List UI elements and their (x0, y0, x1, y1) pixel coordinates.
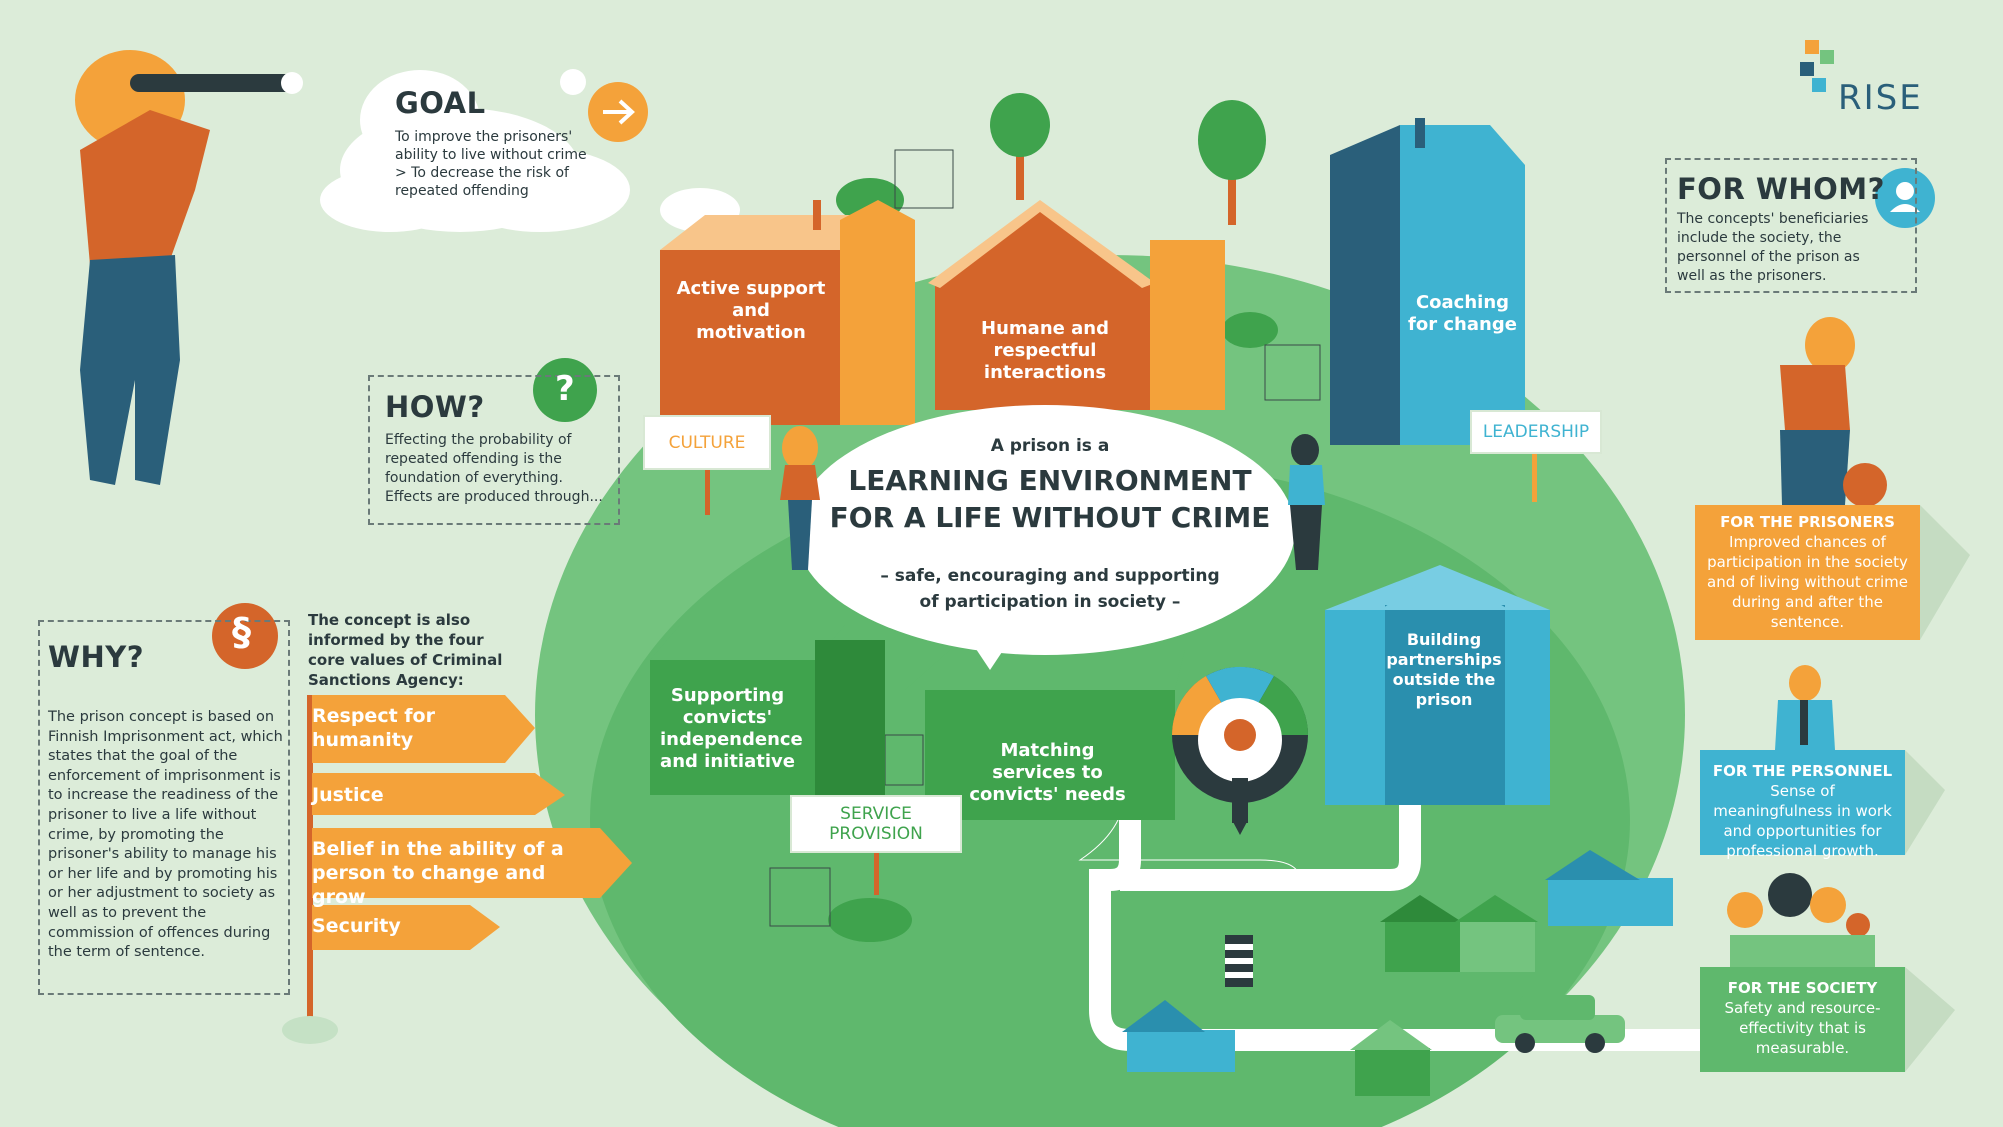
society-box (1700, 967, 1905, 1072)
label-matching: Matching services to convicts' needs (969, 740, 1126, 805)
tree-icon (990, 93, 1050, 200)
center-pre: A prison is a (990, 436, 1110, 456)
center-sub-line2: of participation in society – (919, 592, 1181, 612)
for-whom-title: FOR WHOM? (1677, 172, 1885, 206)
bene-personnel-title: FOR THE PERSONNEL (1712, 762, 1893, 780)
how-box (368, 375, 620, 525)
question-icon (533, 358, 597, 422)
car-icon (1495, 995, 1625, 1053)
bene-society: FOR THE SOCIETY Safety and resource-effe… (1700, 967, 1905, 1072)
why-box (38, 620, 290, 995)
value-belief: Belief in the ability of a person to cha… (312, 838, 564, 908)
bene-prisoners-title: FOR THE PRISONERS (1720, 513, 1895, 531)
house-active-support (660, 200, 915, 425)
prisoners-box (1695, 505, 1920, 640)
person-illustration (1288, 434, 1325, 570)
people-group-illustration (1727, 873, 1875, 970)
value-respect: Respect for humanity (312, 705, 435, 751)
person-illustration (1775, 665, 1835, 750)
why-text: The prison concept is based on Finnish I… (48, 709, 283, 961)
section-icon (212, 603, 278, 669)
center-title-line1: LEARNING ENVIRONMENT (848, 464, 1252, 497)
label-humane: Humane and respectful interactions (981, 318, 1109, 383)
how-title: HOW? (385, 390, 485, 424)
bene-personnel-text: Sense of meaningfulness in work and oppo… (1713, 782, 1892, 860)
bene-prisoners-text: Improved chances of participation in the… (1707, 533, 1908, 631)
sign-leadership: LEADERSHIP (1470, 410, 1602, 454)
bene-personnel: FOR THE PERSONNEL Sense of meaningfulnes… (1700, 750, 1905, 860)
key-gauge-icon (1172, 666, 1309, 835)
goal-title: GOAL (395, 86, 486, 120)
sign-culture: CULTURE (643, 415, 771, 470)
personnel-box (1700, 750, 1905, 855)
building-coaching (1330, 118, 1525, 445)
value-arrow (312, 828, 632, 898)
village-houses (1122, 850, 1673, 1096)
bene-society-title: FOR THE SOCIETY (1727, 979, 1878, 997)
section-symbol: § (232, 610, 251, 654)
label-supporting: Supporting convicts' independence and in… (660, 685, 803, 772)
bush-icon (828, 898, 912, 942)
bene-society-text: Safety and resource-effectivity that is … (1724, 999, 1881, 1057)
goal-text: To improve the prisoners' ability to liv… (395, 129, 587, 199)
tree-icon (1198, 100, 1266, 225)
sign-service-line2: PROVISION (829, 824, 923, 844)
signpost-pole (307, 695, 313, 1025)
building-partnerships (1325, 565, 1550, 805)
value-justice: Justice (312, 784, 384, 806)
rise-logo-text: RISE (1838, 78, 1923, 118)
value-arrow (312, 695, 535, 763)
label-coaching: Coaching for change (1408, 292, 1517, 335)
center-bubble (795, 405, 1295, 655)
center-subtitle: – safe, encouraging and supporting of pa… (820, 563, 1280, 615)
for-whom-box (1665, 158, 1917, 293)
bene-prisoners: FOR THE PRISONERS Improved chances of pa… (1695, 505, 1920, 640)
value-arrow (312, 773, 565, 815)
person-illustration (1780, 317, 1887, 507)
center-title: LEARNING ENVIRONMENT FOR A LIFE WITHOUT … (800, 462, 1300, 536)
sign-service-line1: SERVICE (840, 804, 912, 824)
value-security: Security (312, 915, 401, 937)
house-supporting (650, 625, 885, 795)
question-mark: ? (555, 369, 575, 409)
road (1089, 810, 1700, 1051)
person-telescope-illustration (75, 50, 303, 485)
how-text: Effecting the probability of repeated of… (385, 432, 603, 505)
cloud-shape (320, 69, 740, 232)
house-humane (928, 200, 1225, 410)
center-sub-line1: – safe, encouraging and supporting (880, 566, 1220, 586)
building-matching (905, 650, 1185, 820)
rise-logo-mark (1800, 40, 1834, 92)
values-intro: The concept is also informed by the four… (308, 611, 503, 689)
center-title-line2: FOR A LIFE WITHOUT CRIME (829, 501, 1271, 534)
value-arrow (312, 905, 500, 950)
person-illustration (780, 426, 820, 570)
sign-service-provision: SERVICE PROVISION (790, 795, 962, 853)
label-active-support: Active support and motivation (676, 278, 826, 343)
for-whom-text: The concepts' beneficiaries include the … (1677, 211, 1869, 284)
why-title: WHY? (48, 640, 145, 674)
label-partnerships: Building partnerships outside the prison (1386, 630, 1502, 709)
bush-icon (1222, 312, 1278, 348)
